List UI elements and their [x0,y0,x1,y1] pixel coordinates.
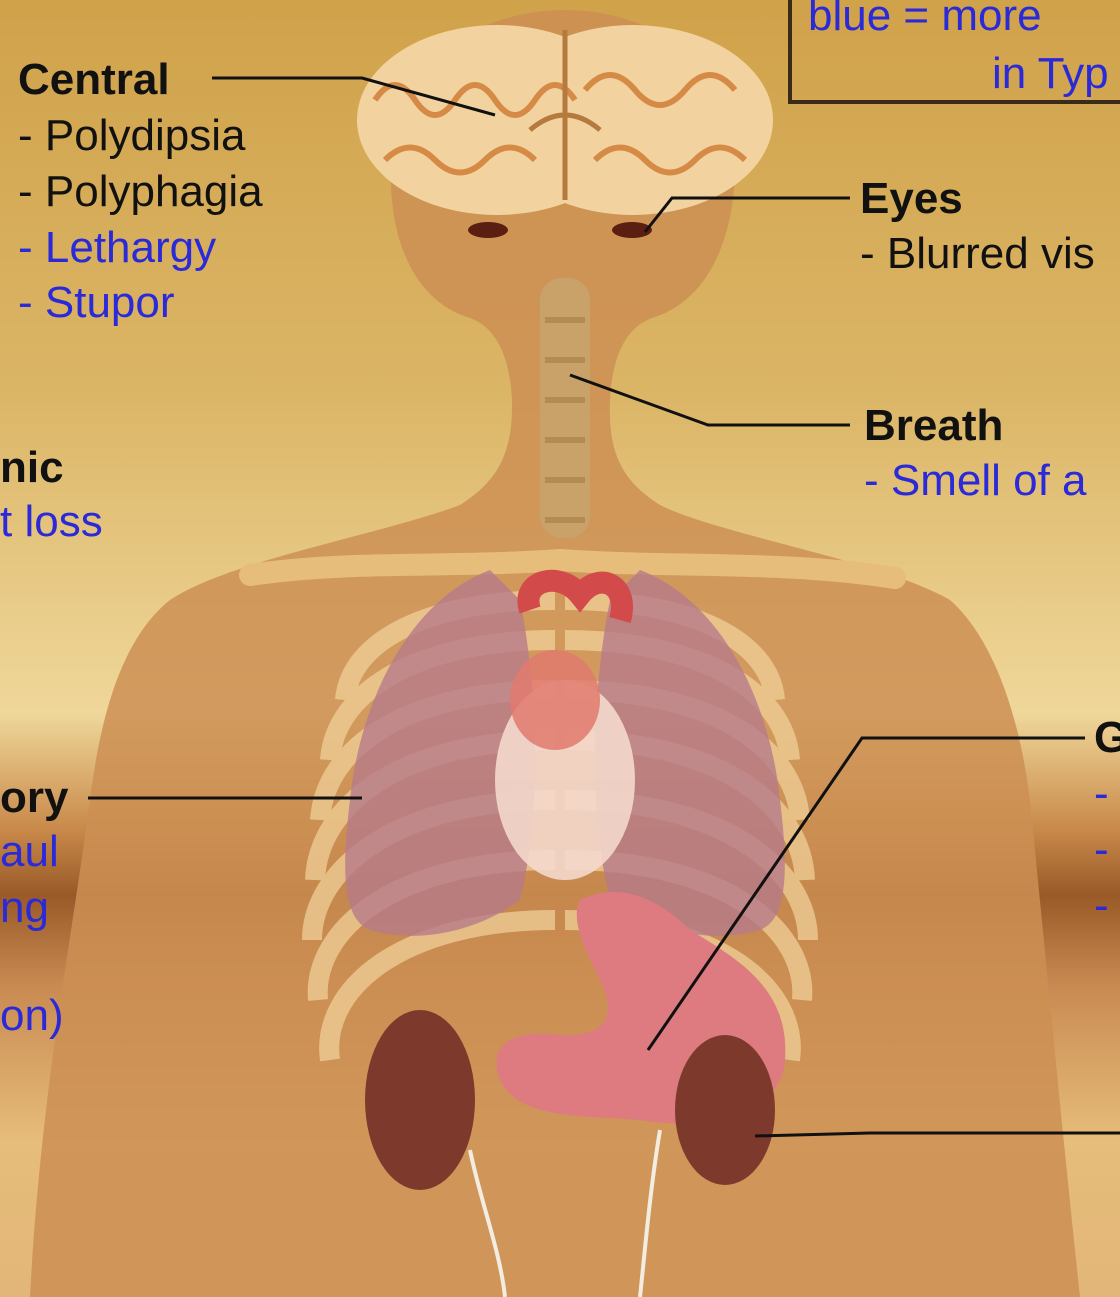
breath-leader [570,375,850,425]
eyes-item: - Blurred vis [860,232,1095,276]
central-item: - Stupor [18,281,175,325]
left-kidney [365,1010,475,1190]
gastric-item: - [1094,828,1109,872]
gastric-item: - [1094,772,1109,816]
breath-heading: Breath [864,404,1003,448]
breath-item: - Smell of a [864,459,1087,503]
respiratory-item: on) [0,994,64,1038]
trachea [540,278,590,538]
respiratory-item: aul [0,830,59,874]
right-kidney [675,1035,775,1185]
brain [357,25,773,215]
central-item: - Polyphagia [18,170,263,214]
systemic-item: t loss [0,500,103,544]
systemic-heading: nic [0,446,64,490]
legend-line-1: blue = more [808,0,1042,38]
central-heading: Central [18,58,170,102]
gastric-heading: G [1094,716,1120,760]
respiratory-heading: ory [0,776,68,820]
legend-line-2: in Typ [992,52,1109,96]
central-item: - Polydipsia [18,114,245,158]
respiratory-item: ng [0,886,49,930]
left-eye [468,222,508,238]
gastric-item: - [1094,884,1109,928]
eyes-heading: Eyes [860,177,963,221]
central-item: - Lethargy [18,226,216,270]
